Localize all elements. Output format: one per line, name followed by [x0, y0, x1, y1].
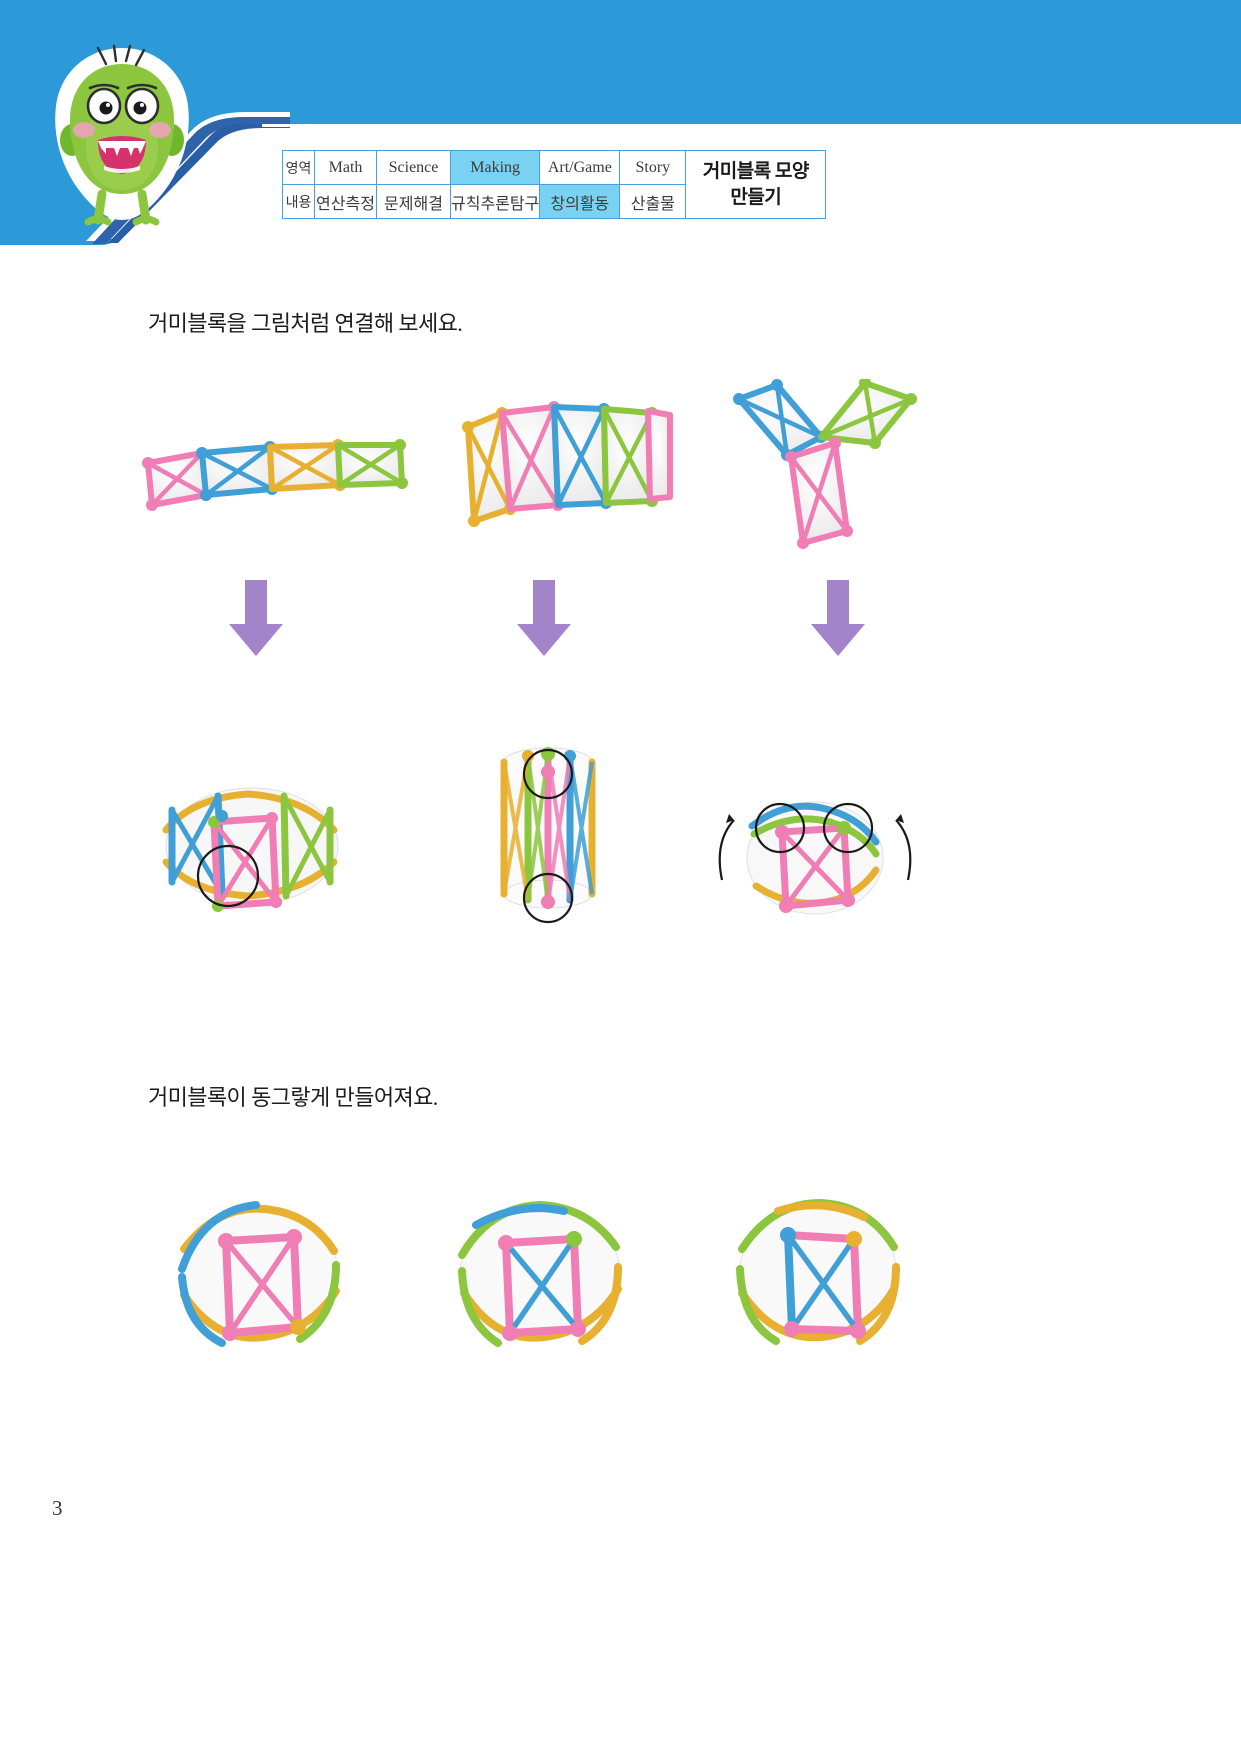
- cell-creative-activity: 창의활동: [539, 184, 621, 219]
- section-heading-connect: 거미블록을 그림처럼 연결해 보세요.: [148, 311, 463, 336]
- cell-making: Making: [449, 150, 541, 185]
- row-label-content: 내용: [282, 184, 315, 219]
- cell-rule-reasoning: 규칙추론탐구: [449, 184, 541, 219]
- section-heading-result: 거미블록이 동그랗게 만들어져요.: [148, 1085, 438, 1110]
- finished-ball-3: [718, 1183, 918, 1363]
- down-arrow-3-icon: [808, 580, 868, 658]
- table-row-area: 영역 Math Science Making Art/Game Story 거미…: [282, 150, 827, 219]
- ring-tall-cylinder: [470, 740, 630, 945]
- header-baseline: [262, 124, 1241, 127]
- ring-folding-sphere: [700, 770, 930, 945]
- cell-problem-solving: 문제해결: [376, 184, 451, 219]
- rotate-arrows-annotation: [718, 814, 912, 881]
- down-arrow-1-icon: [226, 580, 286, 658]
- join-circle-bottom-annotation: [522, 872, 574, 924]
- green-monster-mascot: [44, 44, 199, 229]
- cell-operation-measure: 연산측정: [314, 184, 377, 219]
- cell-output: 산출물: [619, 184, 687, 219]
- cell-art-game: Art/Game: [539, 150, 621, 185]
- chain-y-branch-three-panel: [725, 377, 935, 564]
- chain-flat-four-panel: [140, 425, 430, 540]
- down-arrow-2-icon: [514, 580, 574, 658]
- chain-upright-four-panel: [458, 397, 678, 542]
- ring-closed-band: [152, 766, 352, 931]
- table-row-content: 내용 연산측정 문제해결 규칙추론탐구 창의활동 산출물: [282, 184, 826, 219]
- cell-science: Science: [376, 150, 451, 185]
- worksheet-title-line2: 만들기: [730, 186, 782, 208]
- page-number: 3: [52, 1496, 63, 1520]
- row-label-area: 영역: [282, 150, 315, 185]
- finished-ball-2: [440, 1185, 640, 1365]
- figure-row-balls: [0, 1175, 1241, 1375]
- figure-row-rings: [0, 740, 1241, 940]
- figure-row-chains: [0, 375, 1241, 555]
- cell-story: Story: [619, 150, 687, 185]
- topic-table: 영역 Math Science Making Art/Game Story 거미…: [282, 150, 827, 219]
- finished-ball-1: [160, 1185, 360, 1365]
- worksheet-title: 거미블록 모양 만들기: [685, 150, 827, 219]
- worksheet-title-line1: 거미블록 모양: [702, 160, 810, 182]
- join-circle-annotation: [196, 844, 260, 908]
- join-circle-top-annotation: [522, 748, 574, 800]
- figure-row-arrows: [0, 575, 1241, 665]
- cell-math: Math: [314, 150, 377, 185]
